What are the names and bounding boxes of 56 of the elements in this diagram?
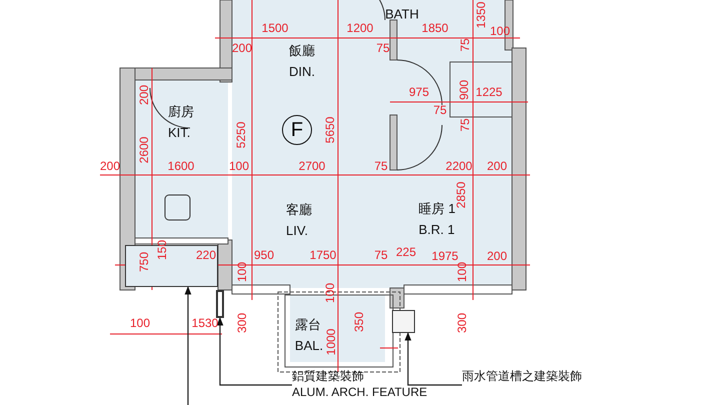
dimension-label: 2600 — [138, 136, 150, 164]
dimension-label: 300 — [236, 312, 248, 334]
leader-line — [184, 286, 192, 405]
dimension-label: 750 — [138, 252, 150, 272]
leader-line — [404, 332, 462, 386]
dimension-label: 150 — [156, 240, 168, 260]
dimension-label: 1750 — [310, 249, 336, 261]
room-label: BATH — [385, 4, 419, 24]
note-text: 鋁質建築裝飾 ALUM. ARCH. FEATURE — [292, 368, 442, 402]
dimension-label: 2200 — [446, 160, 472, 172]
dimension-label: 75 — [376, 42, 390, 54]
dimension-label: 1530 — [192, 317, 218, 329]
dimension-label: 200 — [100, 160, 120, 172]
dimension-label: 1225 — [476, 86, 502, 98]
dimension-label: 1350 — [475, 2, 487, 28]
room-label: 飯廳 DIN. — [289, 40, 315, 82]
dimension-label: 1975 — [432, 250, 458, 262]
unit-letter-circle: F — [282, 115, 312, 145]
dimension-label: 200 — [232, 42, 252, 54]
dimension-label: 900 — [458, 80, 470, 100]
dimension-label: 1200 — [346, 22, 374, 34]
dimension-label: 100 — [324, 282, 336, 304]
dimension-label: 100 — [456, 262, 468, 282]
dimension-label: 75 — [459, 38, 471, 52]
leader-line — [216, 317, 292, 386]
dimension-label: 225 — [396, 246, 416, 258]
dimension-label: 1600 — [168, 160, 194, 172]
dimension-label: 5650 — [324, 116, 336, 144]
dimension-label: 75 — [433, 104, 447, 116]
dimension-label: 100 — [228, 160, 250, 172]
dimension-label: 75 — [459, 118, 471, 132]
dimension-label: 300 — [456, 312, 468, 334]
dimension-label: 975 — [408, 86, 430, 98]
dimension-label: 75 — [374, 160, 388, 172]
dimension-label: 950 — [254, 249, 274, 261]
dimension-label: 220 — [196, 249, 216, 261]
dimension-label: 200 — [138, 84, 150, 106]
architectural-feature — [216, 290, 224, 318]
room-label: 廚房 KIT. — [168, 101, 194, 143]
pipe-duct-box — [392, 310, 415, 333]
dimension-label: 1850 — [422, 22, 448, 34]
room-label: 客廳 LIV. — [286, 199, 312, 241]
room-label: 睡房 1 B.R. 1 — [418, 198, 456, 240]
room-label: 露台 BAL. — [294, 314, 324, 356]
dimension-label: 5250 — [235, 122, 247, 148]
dimension-label: 200 — [486, 250, 508, 262]
note-text: 雨水管道槽之建築裝飾 — [462, 368, 612, 386]
dimension-label: 100 — [236, 262, 248, 282]
dimension-label: 1000 — [325, 328, 337, 356]
dimension-label: 1500 — [262, 22, 288, 34]
dimension-label: 200 — [486, 160, 508, 172]
dimension-label: 100 — [130, 317, 150, 329]
dimension-label: 2850 — [455, 182, 467, 208]
dimension-label: 2700 — [298, 160, 326, 172]
dimension-label: 350 — [353, 312, 365, 332]
dimension-label: 75 — [374, 249, 388, 261]
